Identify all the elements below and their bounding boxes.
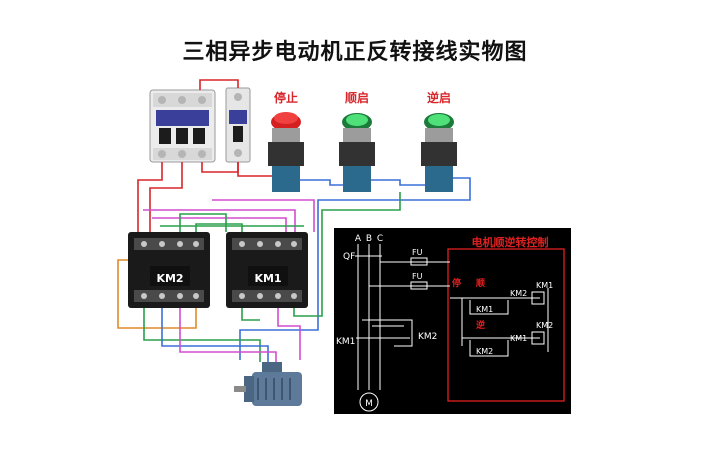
control-circuit-frame	[447, 248, 565, 402]
power-circuit	[355, 244, 450, 412]
km2-coil-label: KM2	[536, 321, 553, 330]
page-title: 三相异步电动机正反转接线实物图	[182, 39, 528, 65]
km2-interlock-label: KM2	[510, 289, 527, 298]
phase-a-label: A	[355, 234, 362, 244]
reverse-button[interactable]	[421, 113, 457, 192]
circuit-breaker	[149, 89, 216, 163]
motor	[234, 362, 302, 406]
main-fuse	[410, 257, 428, 266]
control-fuse	[410, 281, 428, 290]
km1-interlock-label: KM1	[510, 334, 527, 343]
stop-contact-label: 停	[452, 277, 461, 289]
forward-button[interactable]	[339, 113, 375, 192]
reverse-button-label: 逆启	[427, 90, 451, 105]
control-circuit	[450, 288, 549, 357]
contactor-km2	[128, 232, 210, 308]
control-fuse-label: FU	[412, 272, 423, 281]
km2-main-contact-label: KM2	[418, 332, 437, 342]
breaker-label: QF	[343, 252, 355, 262]
main-fuse-label: FU	[412, 248, 423, 257]
km2-hold-contact-label: KM2	[476, 347, 493, 356]
contactor-km2-label: KM2	[156, 272, 183, 285]
stop-button-label: 停止	[274, 90, 298, 105]
reverse-contact-label: 逆	[476, 319, 485, 331]
phase-c-label: C	[377, 234, 383, 244]
forward-button-label: 顺启	[345, 90, 369, 105]
stop-button[interactable]	[268, 112, 304, 192]
km1-coil-label: KM1	[536, 281, 553, 290]
motor-symbol-label: M	[365, 399, 373, 409]
contactor-km1	[226, 232, 308, 308]
km2-coil	[531, 331, 545, 345]
schematic-background	[334, 228, 571, 414]
contactor-km1-label: KM1	[254, 272, 281, 285]
km1-main-contact-label: KM1	[336, 337, 355, 347]
schematic-heading: 电机顺逆转控制	[472, 235, 549, 249]
km1-hold-contact-label: KM1	[476, 305, 493, 314]
phase-b-label: B	[366, 234, 372, 244]
km1-coil	[531, 291, 545, 305]
forward-contact-label: 顺	[476, 278, 485, 289]
wires	[117, 79, 471, 362]
